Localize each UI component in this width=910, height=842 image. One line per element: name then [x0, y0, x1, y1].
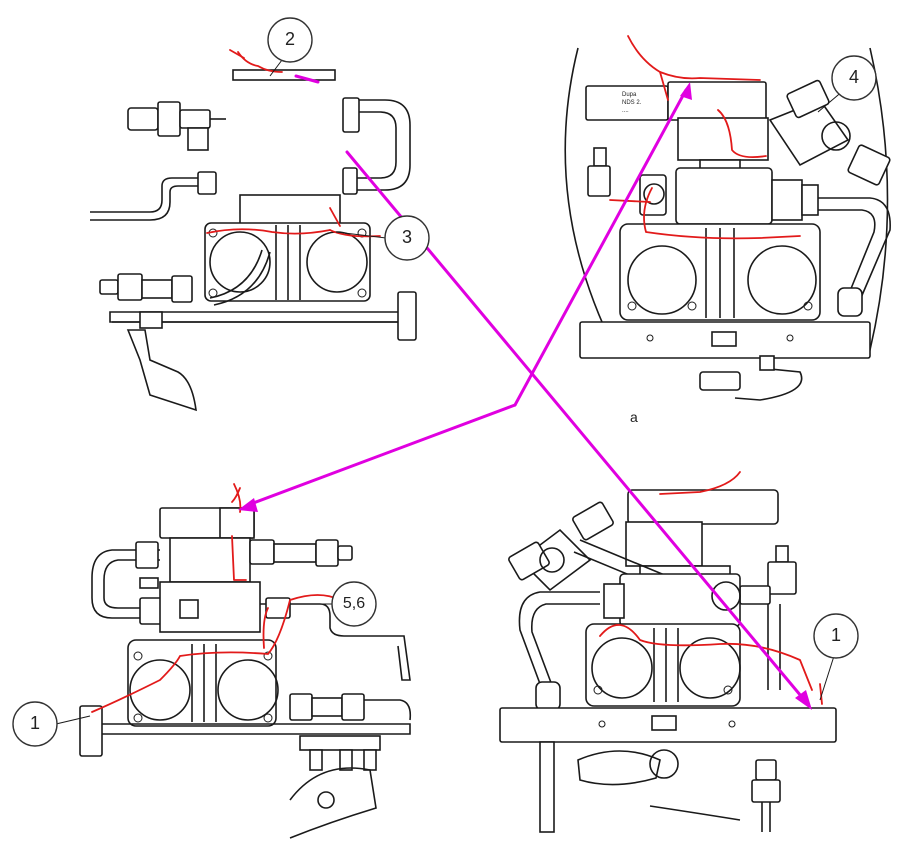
arrowhead-bottom-left [238, 498, 258, 512]
callout-2-label: 2 [285, 29, 295, 49]
callout-4: 4 [831, 55, 877, 101]
callout-3: 3 [384, 215, 430, 261]
arrowhead-top-right [680, 82, 692, 100]
callout-1-left: 1 [12, 701, 58, 747]
svg-text:NDS 2.: NDS 2. [622, 100, 642, 106]
stray-mark: a [630, 409, 638, 425]
callout-1-right-label: 1 [831, 625, 841, 645]
view-top-left [90, 49, 417, 412]
arrow-to-top-left-part [294, 74, 320, 84]
arrowhead-bottom-right [795, 690, 812, 710]
callout-1-left-label: 1 [30, 713, 40, 733]
arrow-to-top-right [513, 88, 688, 407]
callout-5-6-label: 5,6 [343, 595, 365, 612]
callout-4-label: 4 [849, 67, 859, 87]
view-bottom-left [79, 483, 412, 839]
callout-3-label: 3 [402, 227, 412, 247]
callout-2: 2 [267, 17, 313, 63]
callout-1-right: 1 [813, 613, 859, 659]
callout-5-6: 5,6 [331, 581, 377, 627]
view-top-right: Dupa NDS 2. .... [564, 35, 891, 401]
svg-text:Dupa: Dupa [622, 92, 637, 98]
svg-text:....: .... [622, 108, 629, 114]
view-bottom-right [499, 471, 837, 833]
arrow-to-bottom-left [246, 403, 517, 507]
